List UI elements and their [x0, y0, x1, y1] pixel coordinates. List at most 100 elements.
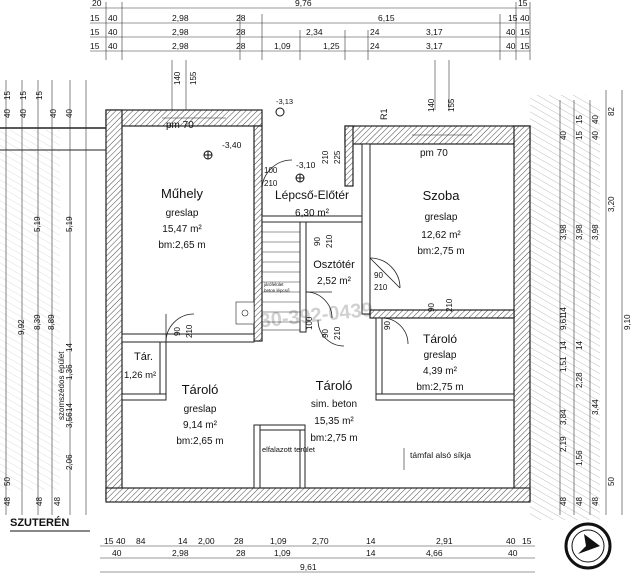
bottom-dimensions: 15 40 84 14 2,00 28 1,09 2,70 14 2,91 40… — [100, 536, 535, 573]
win-right-155: 155 — [447, 98, 456, 112]
dim-b-1b: 40 — [116, 536, 126, 546]
left-dimensions: 9,92 8,39 8,89 5,19 5,19 1,36 3,56 2,06 … — [3, 80, 87, 515]
dim-r-18: 40 — [559, 131, 568, 140]
dim-top-4h: 3,17 — [426, 41, 443, 51]
dim-b-1h: 2,70 — [312, 536, 329, 546]
top-dimensions: 20 9,76 15 15 40 2,98 28 6,15 15 40 15 4… — [90, 0, 531, 60]
osztoto-name: Osztótér — [313, 259, 355, 271]
dim-b-1g: 1,09 — [270, 536, 287, 546]
dim-r-14: 50 — [607, 477, 616, 486]
door1-w: 100 — [264, 166, 278, 175]
room-lepcso: Lépcső-Előtér 6,30 m² — [275, 188, 349, 219]
dim-top-4e: 1,09 — [274, 41, 291, 51]
dim-r-15: 48 — [559, 497, 568, 506]
dim-l-16: 40 — [19, 109, 28, 118]
tarolo-right-floor: greslap — [424, 350, 457, 361]
door4-h: 210 — [374, 283, 388, 292]
dim-l-6: 1,36 — [65, 364, 74, 380]
dim-r-24: 14 — [575, 341, 584, 350]
room-osztoto: Osztótér 2,52 m² — [313, 259, 355, 287]
level-3: -3,13 — [276, 97, 293, 106]
dim-r-5: 3,98 — [591, 224, 600, 240]
dim-top-3b: 40 — [108, 27, 118, 37]
dim-b-1f: 28 — [234, 536, 244, 546]
tarolo-mid-height: bm:2,75 m — [310, 433, 357, 444]
tarolo-mid-name: Tároló — [316, 378, 353, 393]
dim-b-3a: 9,61 — [300, 562, 317, 572]
dim-top-4i: 40 — [506, 41, 516, 51]
door1-h: 210 — [264, 179, 278, 188]
room-szoba: Szoba greslap 12,62 m² bm:2,75 m pm 70 — [417, 148, 464, 257]
door5-h: 210 — [445, 298, 454, 312]
szoba-name: Szoba — [423, 188, 461, 203]
door-swings — [165, 159, 409, 347]
dim-b-1d: 14 — [178, 536, 188, 546]
lepcso-area: 6,30 m² — [295, 208, 330, 219]
dim-l-5: 5,19 — [65, 216, 74, 232]
door6-w: 90 — [321, 329, 330, 338]
dim-b-2a: 40 — [112, 548, 122, 558]
door3-w: 90 — [313, 237, 322, 246]
door2-h: 210 — [185, 324, 194, 338]
room-tarolo-left: Tároló greslap 9,14 m² bm:2,65 m — [176, 382, 223, 447]
win-right-140: 140 — [427, 98, 436, 112]
dim-b-1e: 2,00 — [198, 536, 215, 546]
dim-top-4f: 1,25 — [323, 41, 340, 51]
dim-r-19: 15 — [575, 131, 584, 140]
tarolo-left-name: Tároló — [182, 382, 219, 397]
door-labels: 100 210 90 210 90 210 90 210 90 210 90 2… — [173, 150, 454, 340]
dim-l-2: 8,39 — [33, 314, 42, 330]
dim-b-1a: 15 — [104, 536, 114, 546]
dim-r-21: 15 — [575, 115, 584, 124]
dim-top-3h: 40 — [506, 27, 516, 37]
north-arrow-icon — [564, 522, 612, 570]
dim-b-2g: 40 — [508, 548, 518, 558]
lepcso-name: Lépcső-Előtér — [275, 188, 349, 202]
r1-label: R1 — [379, 108, 389, 120]
windows — [162, 109, 472, 145]
dim-b-1l: 15 — [522, 536, 532, 546]
muhely-floor: greslap — [166, 208, 199, 219]
tarolo-left-area: 9,14 m² — [183, 420, 218, 431]
watermark: 30-392-0439 — [259, 299, 374, 333]
dim-r-20: 40 — [591, 131, 600, 140]
dim-top-3a: 15 — [90, 27, 100, 37]
dim-r-1: 82 — [607, 107, 616, 116]
tarolo-left-height: bm:2,65 m — [176, 436, 223, 447]
dim-l-9: 50 — [3, 477, 12, 486]
dim-b-1i: 14 — [366, 536, 376, 546]
dim-top-4a: 15 — [90, 41, 100, 51]
door9-w: 225 — [333, 150, 342, 164]
dim-top-2f: 15 — [508, 13, 518, 23]
dim-top-4c: 2,98 — [172, 41, 189, 51]
dim-r-4: 3,98 — [575, 224, 584, 240]
dim-l-7: 3,56 — [65, 412, 74, 428]
dim-r-3: 3,20 — [607, 196, 616, 212]
dim-top-4b: 40 — [108, 41, 118, 51]
dim-l-19: 40 — [49, 109, 58, 118]
dim-r-9: 2,28 — [575, 372, 584, 388]
retaining-ground — [530, 95, 600, 520]
dim-b-2b: 2,98 — [172, 548, 189, 558]
floor-label: SZUTERÉN — [10, 516, 69, 529]
dim-b-2f: 4,66 — [426, 548, 443, 558]
plan-notes: elfalazott terület támfal alsó síkja szo… — [57, 97, 471, 470]
door6-h: 210 — [333, 326, 342, 340]
szoba-window: pm 70 — [420, 148, 448, 159]
dim-l-17: 14 — [65, 343, 74, 352]
door2-w: 90 — [173, 327, 182, 336]
dim-top-3d: 28 — [236, 27, 246, 37]
win-left-155: 155 — [189, 71, 198, 85]
door9-h: 210 — [321, 150, 330, 164]
dim-top-2b: 40 — [108, 13, 118, 23]
dim-b-1c: 84 — [136, 536, 146, 546]
right-dimensions: 82 3,98 3,20 3,98 3,98 9,10 9,61 1,51 2,… — [559, 90, 632, 515]
room-tarolo-right: Tároló greslap 4,39 m² bm:2,75 m — [416, 332, 463, 393]
dim-l-18: 14 — [65, 403, 74, 412]
szoba-area: 12,62 m² — [421, 230, 461, 241]
tamfal-note: támfal alsó síkja — [410, 450, 471, 460]
room-muhely: Műhely greslap 15,47 m² bm:2,65 m pm 70 — [158, 120, 205, 251]
door7-w: 90 — [383, 321, 392, 330]
dim-r-23: 14 — [559, 341, 568, 350]
